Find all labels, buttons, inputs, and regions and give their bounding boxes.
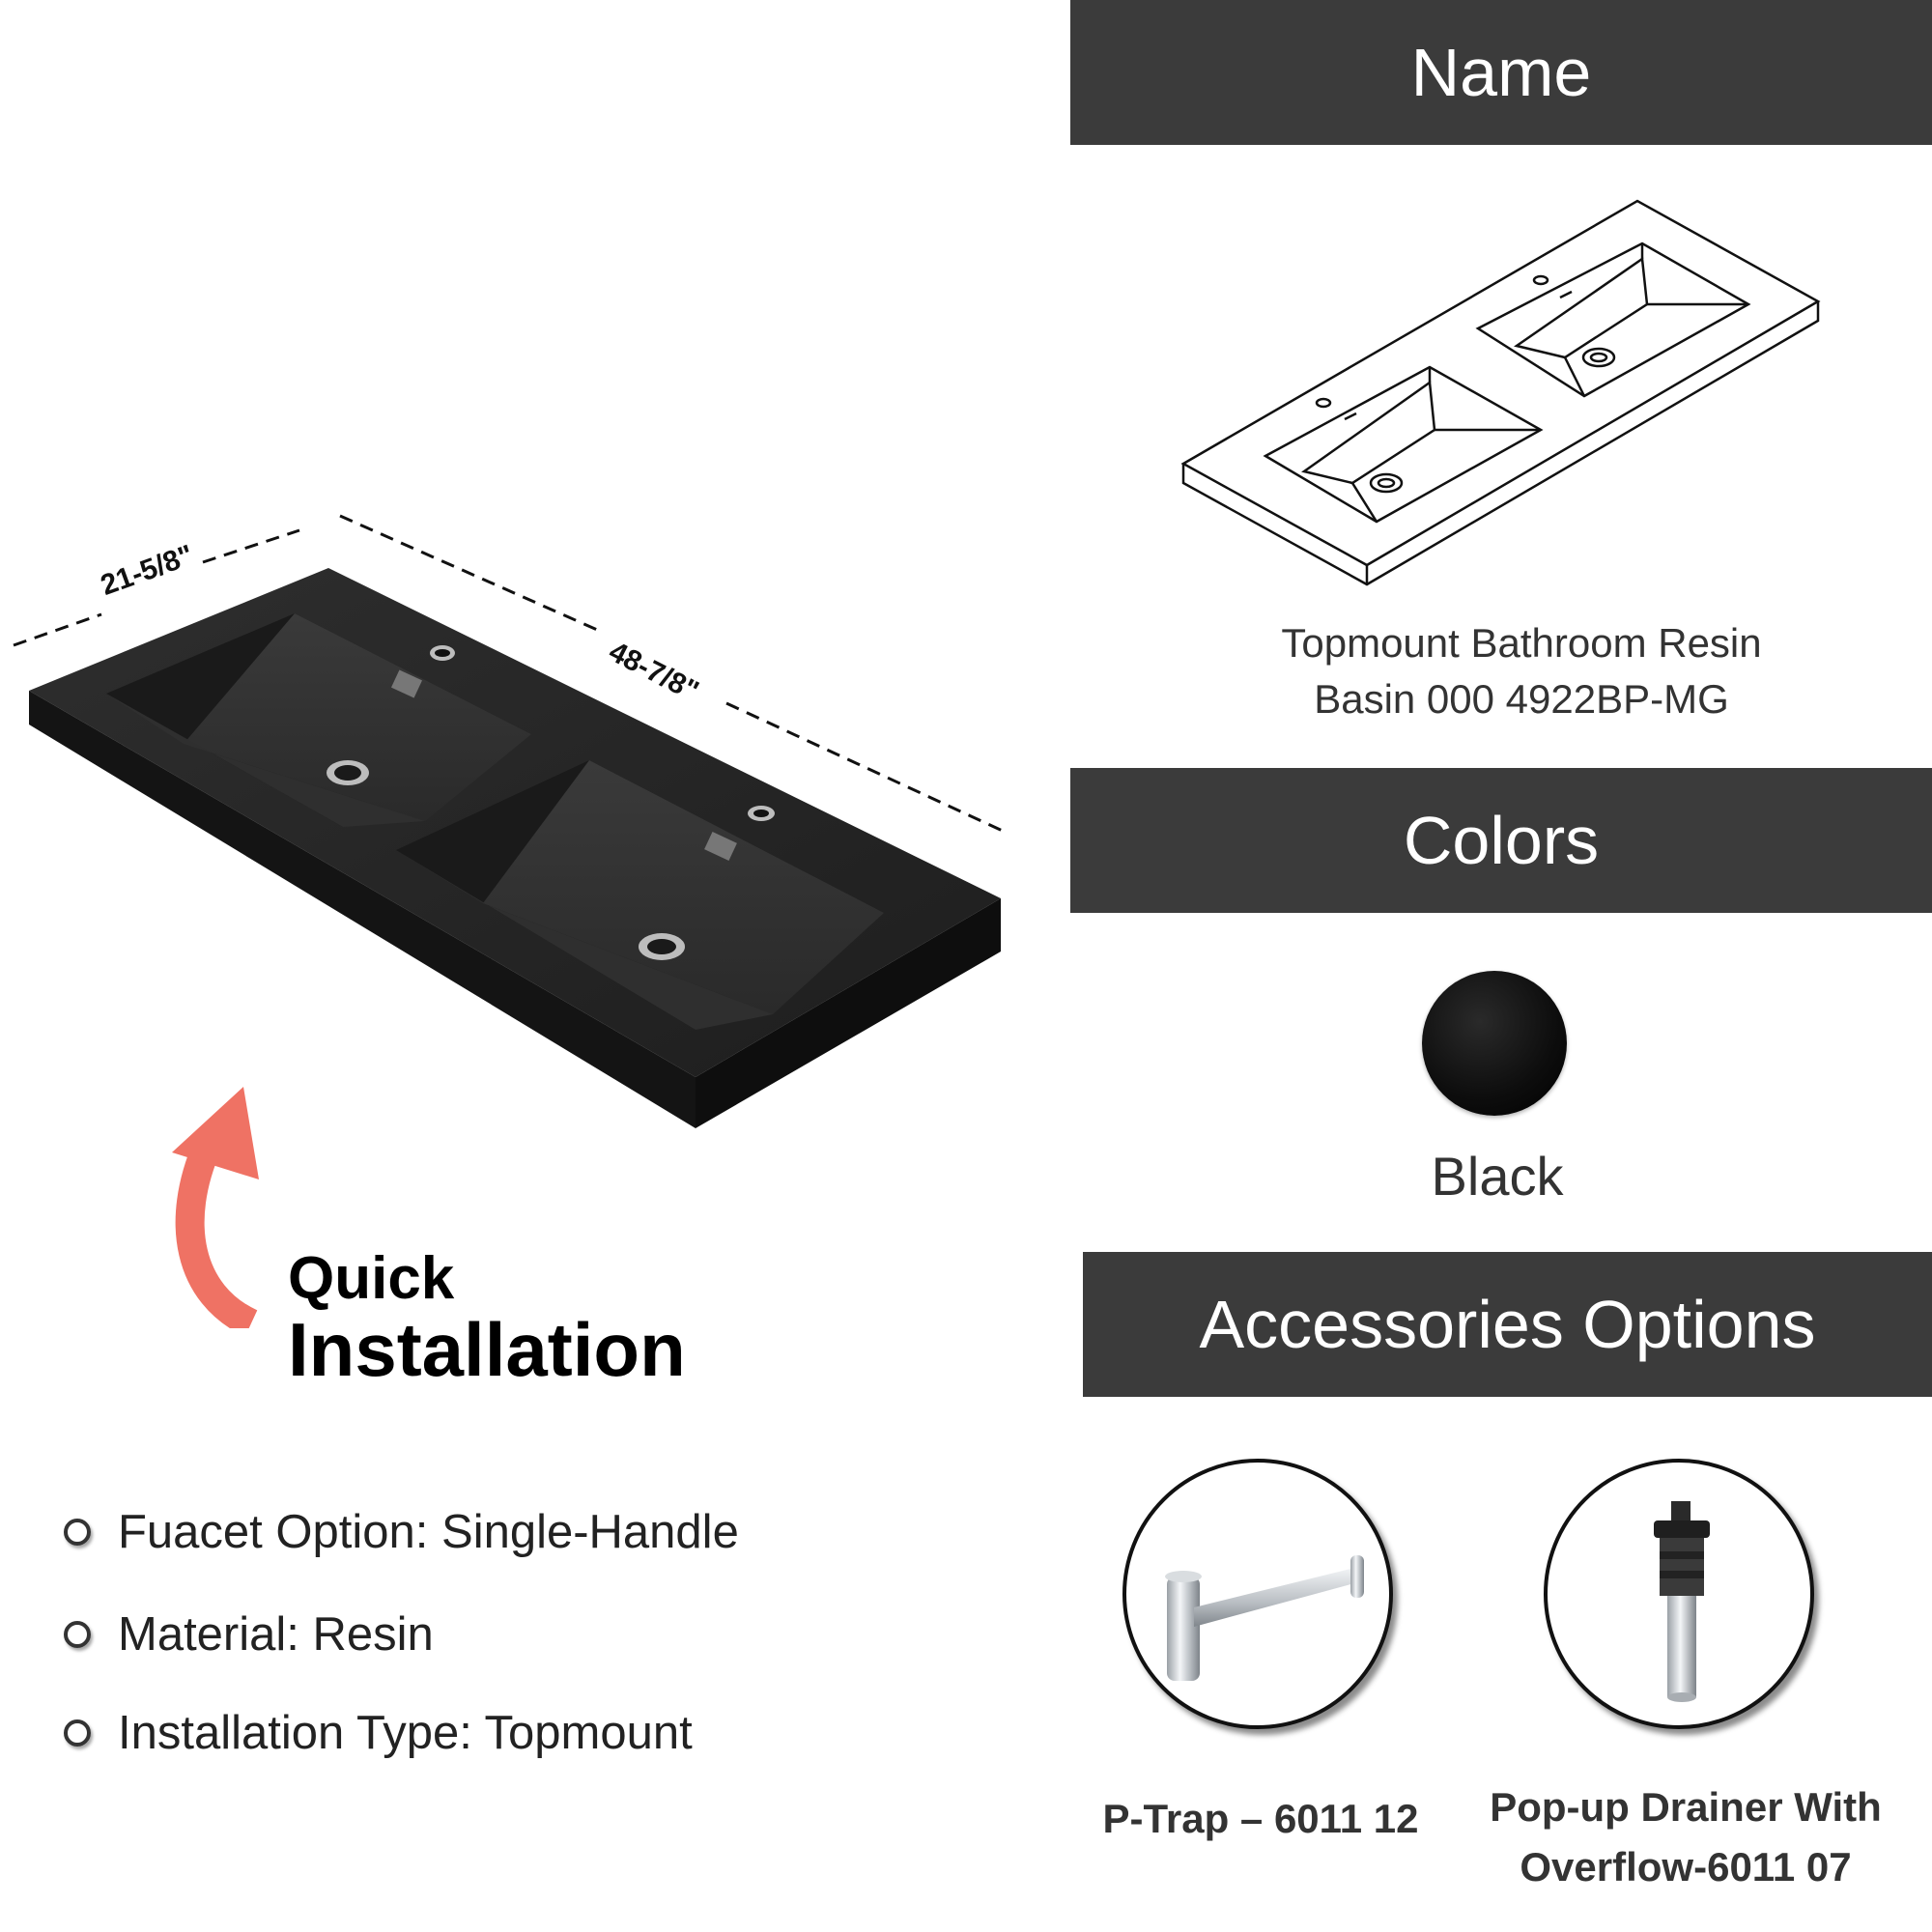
product-name-line2: Basin 000 4922BP-MG [1314,676,1729,722]
accessory-ptrap-image[interactable] [1122,1459,1393,1729]
product-line-drawing [1180,199,1821,586]
spec-item-material: Material: Resin [64,1607,434,1662]
accessory-ptrap-line1: P-Trap – 6011 12 [1102,1796,1419,1841]
spec-label: Material: Resin [118,1608,434,1661]
spec-item-installation: Installation Type: Topmount [64,1706,693,1760]
name-header-label: Name [1410,35,1592,110]
accessory-drainer-label: Pop-up Drainer With Overflow-6011 07 [1468,1777,1903,1897]
drainer-icon [1654,1501,1710,1702]
curved-arrow-icon [172,1087,259,1328]
ptrap-icon [1165,1555,1364,1681]
accessory-drainer-line1: Pop-up Drainer With [1490,1784,1882,1830]
spec-label: Installation Type: Topmount [118,1707,693,1759]
name-section-header: Name [1070,0,1932,145]
product-name-line1: Topmount Bathroom Resin [1281,620,1762,666]
bullet-icon [64,1719,91,1747]
accessories-section-header: Accessories Options [1083,1252,1932,1397]
accessory-drainer-line2: Overflow-6011 07 [1520,1844,1852,1889]
spec-item-faucet: Fuacet Option: Single-Handle [64,1505,739,1559]
color-swatch-label: Black [1431,1146,1564,1207]
spec-label: Fuacet Option: Single-Handle [118,1506,739,1558]
bullet-icon [64,1519,91,1546]
colors-header-label: Colors [1403,803,1600,878]
accessories-header-label: Accessories Options [1199,1287,1816,1362]
accessory-ptrap-label: P-Trap – 6011 12 [1082,1789,1439,1849]
product-photo-basin [13,514,1008,1128]
bullet-icon [64,1621,91,1648]
promo-line-quick: Quick [288,1245,455,1312]
promo-line-installation: Installation [288,1307,686,1392]
accessory-drainer-image[interactable] [1544,1459,1814,1729]
color-swatch-black[interactable] [1422,971,1567,1116]
colors-section-header: Colors [1070,768,1932,913]
